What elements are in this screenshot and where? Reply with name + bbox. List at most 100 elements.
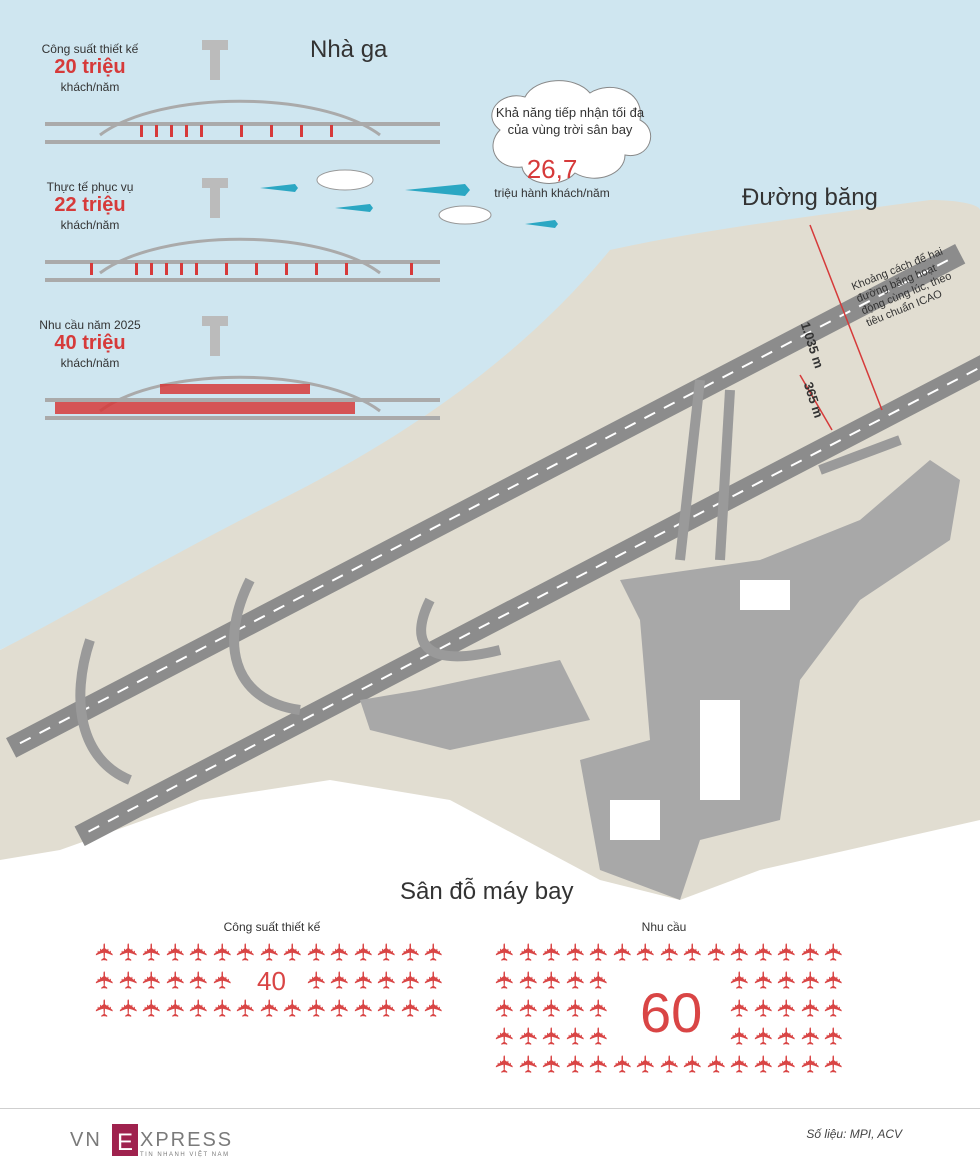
airplane-icon: ✈ bbox=[302, 997, 331, 1019]
airplane-icon: ✈ bbox=[773, 997, 802, 1019]
terminal-building-icon bbox=[45, 316, 440, 420]
airplane-icon: ✈ bbox=[255, 997, 284, 1019]
passenger-icon bbox=[90, 263, 413, 275]
apron-design-label: Công suất thiết kế bbox=[223, 920, 321, 934]
airplane-icon: ✈ bbox=[820, 969, 849, 991]
airplane-icon: ✈ bbox=[773, 969, 802, 991]
terminal-buildings bbox=[360, 460, 960, 900]
airplane-icon: ✈ bbox=[585, 969, 614, 991]
airplane-icon: ✈ bbox=[561, 1025, 590, 1047]
airplane-icon: ✈ bbox=[561, 997, 590, 1019]
airplane-icon: ✈ bbox=[820, 1053, 849, 1075]
airplane-icon: ✈ bbox=[514, 941, 543, 963]
airplane-icon: ✈ bbox=[820, 997, 849, 1019]
airplane-icon: ✈ bbox=[538, 1025, 567, 1047]
footer-divider bbox=[0, 1108, 980, 1109]
terminal-row-value: 20 triệu bbox=[54, 56, 126, 78]
airplane-icon: ✈ bbox=[373, 997, 402, 1019]
svg-text:XPRESS: XPRESS bbox=[140, 1129, 233, 1151]
terminal-row-label: Thực tế phục vụ bbox=[46, 180, 134, 194]
airplane-icon: ✈ bbox=[538, 997, 567, 1019]
airplane-icon: ✈ bbox=[420, 941, 449, 963]
airplane-icon: ✈ bbox=[114, 969, 143, 991]
apron-design-value: 40 bbox=[257, 966, 286, 996]
terminal-row: Công suất thiết kế 20 triệu khách/năm bbox=[0, 40, 450, 150]
airplane-icon: ✈ bbox=[185, 941, 214, 963]
airplane-icon: ✈ bbox=[514, 1025, 543, 1047]
airplane-icon: ✈ bbox=[632, 941, 661, 963]
airplane-icon: ✈ bbox=[702, 941, 731, 963]
airspace-line1: Khả năng tiếp nhận tối đa bbox=[495, 105, 645, 120]
airplane-icon: ✈ bbox=[561, 969, 590, 991]
airplane-icon: ✈ bbox=[491, 941, 520, 963]
terminal-row-value: 40 triệu bbox=[54, 332, 126, 354]
airspace-cloud bbox=[491, 80, 652, 184]
airplane-icon bbox=[260, 184, 558, 228]
terminal-title: Nhà ga bbox=[310, 36, 388, 63]
airplane-icon: ✈ bbox=[514, 969, 543, 991]
airplane-icon: ✈ bbox=[349, 969, 378, 991]
airplane-icon: ✈ bbox=[773, 1053, 802, 1075]
airplane-icon: ✈ bbox=[538, 941, 567, 963]
airplane-icon: ✈ bbox=[561, 941, 590, 963]
runway-title: Đường băng bbox=[742, 184, 878, 211]
airplane-icon: ✈ bbox=[349, 941, 378, 963]
airplane-icon: ✈ bbox=[820, 941, 849, 963]
airplane-icon: ✈ bbox=[138, 941, 167, 963]
airspace-value: 26,7 bbox=[526, 154, 578, 184]
airplane-icon: ✈ bbox=[114, 941, 143, 963]
airplane-icon: ✈ bbox=[420, 997, 449, 1019]
airplane-icon: ✈ bbox=[726, 941, 755, 963]
airplane-icon: ✈ bbox=[749, 941, 778, 963]
airplane-icon: ✈ bbox=[373, 941, 402, 963]
source-note: Số liệu: MPI, ACV bbox=[806, 1127, 902, 1141]
terminal-row-unit: khách/năm bbox=[60, 218, 120, 232]
airplane-icon: ✈ bbox=[796, 1053, 825, 1075]
airplane-icon: ✈ bbox=[585, 997, 614, 1019]
airplane-icon: ✈ bbox=[208, 941, 237, 963]
airplane-icon: ✈ bbox=[420, 969, 449, 991]
airplane-icon: ✈ bbox=[796, 997, 825, 1019]
airplane-icon: ✈ bbox=[349, 997, 378, 1019]
airplane-icon: ✈ bbox=[749, 1053, 778, 1075]
airplane-icon: ✈ bbox=[161, 997, 190, 1019]
airplane-icon: ✈ bbox=[796, 969, 825, 991]
terminal-building-icon bbox=[45, 40, 440, 144]
sky-decoration bbox=[260, 169, 558, 228]
airplane-icon: ✈ bbox=[796, 941, 825, 963]
airplane-icon: ✈ bbox=[161, 969, 190, 991]
airplane-icon: ✈ bbox=[208, 997, 237, 1019]
airplane-icon: ✈ bbox=[396, 997, 425, 1019]
airplane-icon: ✈ bbox=[255, 941, 284, 963]
distance-markers bbox=[799, 224, 883, 431]
terminal-row-value: 22 triệu bbox=[54, 194, 126, 216]
airplane-icon: ✈ bbox=[279, 997, 308, 1019]
airplane-icon: ✈ bbox=[208, 969, 237, 991]
vnexpress-logo: VN E XPRESS TIN NHANH VIỆT NAM bbox=[70, 1124, 233, 1158]
airplane-icon: ✈ bbox=[91, 969, 120, 991]
airplane-icon: ✈ bbox=[608, 941, 637, 963]
airplane-icon: ✈ bbox=[773, 941, 802, 963]
svg-text:E: E bbox=[117, 1129, 133, 1156]
svg-text:TIN NHANH VIỆT NAM: TIN NHANH VIỆT NAM bbox=[140, 1150, 230, 1158]
terminal-row-unit: khách/năm bbox=[60, 356, 120, 370]
terminal-row-unit: khách/năm bbox=[60, 80, 120, 94]
airplane-icon: ✈ bbox=[726, 969, 755, 991]
airplane-icon: ✈ bbox=[161, 941, 190, 963]
airplane-icon: ✈ bbox=[632, 1053, 661, 1075]
airplane-icon: ✈ bbox=[326, 997, 355, 1019]
apron-demand-label: Nhu cầu bbox=[641, 920, 687, 934]
airplane-icon: ✈ bbox=[185, 997, 214, 1019]
airplane-icon: ✈ bbox=[114, 997, 143, 1019]
airplane-icon: ✈ bbox=[749, 997, 778, 1019]
terminal-row-label: Nhu cầu năm 2025 bbox=[39, 318, 141, 332]
airplane-icon: ✈ bbox=[302, 941, 331, 963]
airplane-icon: ✈ bbox=[585, 941, 614, 963]
sea-water bbox=[0, 0, 980, 650]
airspace-line2: của vùng trời sân bay bbox=[507, 122, 633, 137]
airplane-icon: ✈ bbox=[491, 1053, 520, 1075]
airplane-icon: ✈ bbox=[514, 997, 543, 1019]
airplane-icon: ✈ bbox=[491, 1025, 520, 1047]
cloud-icon bbox=[316, 169, 492, 225]
